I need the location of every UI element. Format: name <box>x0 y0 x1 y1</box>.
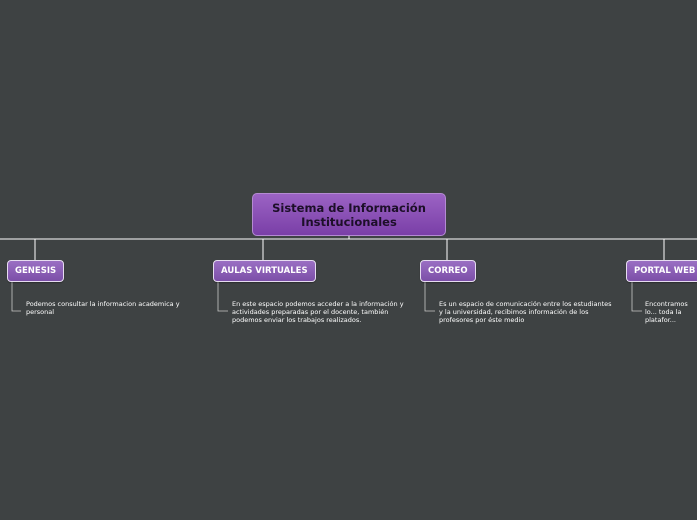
description-bracket <box>424 282 435 312</box>
topic-description: En este espacio podemos acceder a la inf… <box>232 300 404 325</box>
topic-node-aulas-virtuales[interactable]: AULAS VIRTUALES <box>213 260 316 282</box>
topic-node-genesis[interactable]: GENESIS <box>7 260 65 282</box>
topic-node-correo[interactable]: CORREO <box>420 260 476 282</box>
description-bracket <box>11 282 21 312</box>
topic-label: CORREO <box>428 266 468 276</box>
topic-node-portal-web[interactable]: PORTAL WEB <box>626 260 697 282</box>
topic-label: PORTAL WEB <box>634 266 696 276</box>
root-node[interactable]: Sistema de Información Institucionales <box>252 193 446 236</box>
topic-description: Es un espacio de comunicación entre los … <box>439 300 612 325</box>
topic-description: Encontramos lo... toda la platafor... <box>645 300 688 325</box>
description-bracket <box>217 282 228 312</box>
description-bracket <box>631 282 642 312</box>
topic-description: Podemos consultar la informacion academi… <box>26 300 180 317</box>
topic-label: AULAS VIRTUALES <box>221 266 308 276</box>
topic-label: GENESIS <box>15 266 57 276</box>
root-node-label: Sistema de Información Institucionales <box>272 200 426 229</box>
